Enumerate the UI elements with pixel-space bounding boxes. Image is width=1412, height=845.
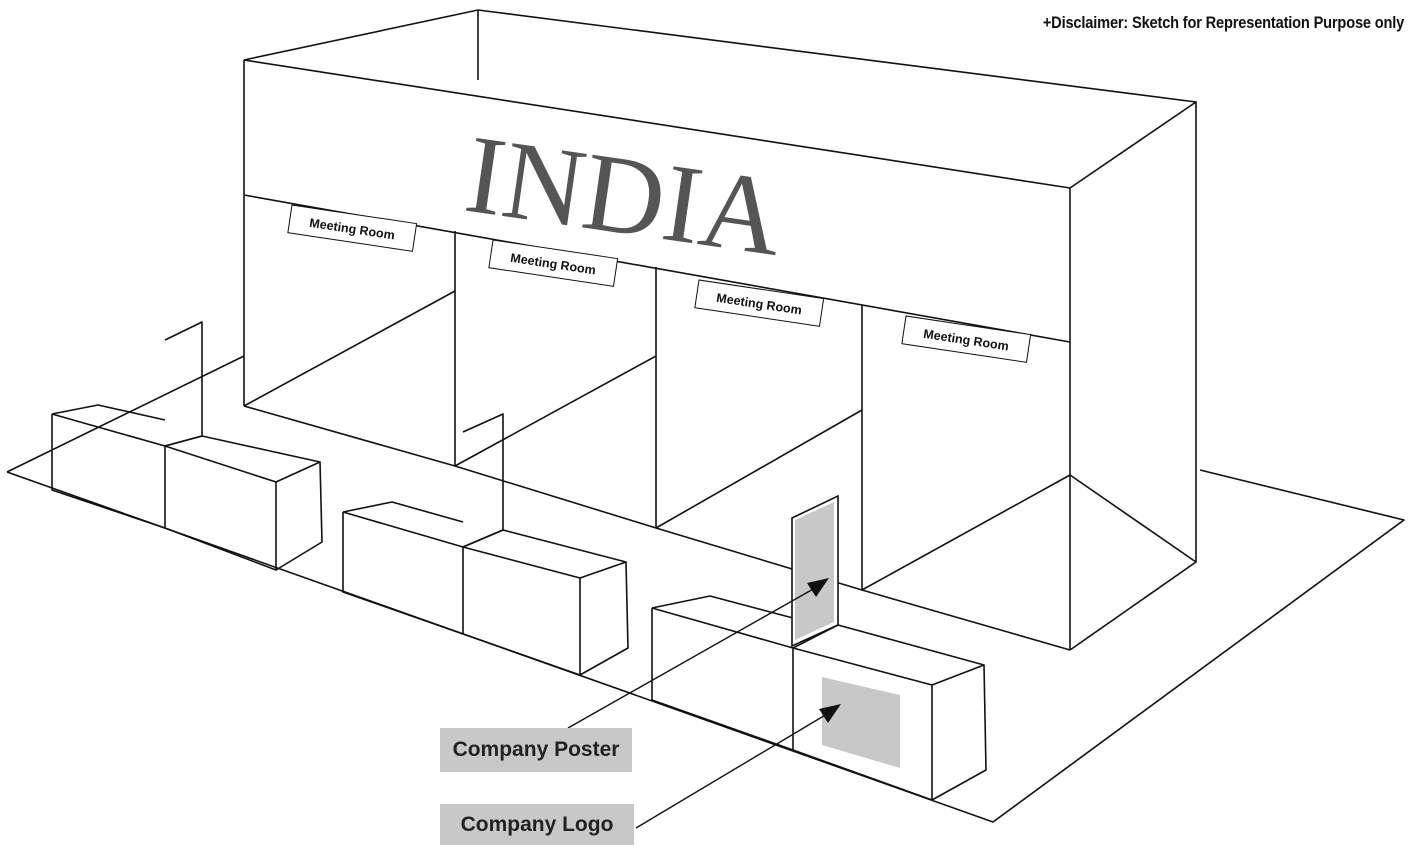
meeting-room-sign-3: Meeting Room xyxy=(694,279,825,327)
poster-leader-arrow xyxy=(567,578,829,729)
meeting-room-sign-1: Meeting Room xyxy=(287,204,418,252)
company-poster-panel xyxy=(791,494,839,648)
meeting-room-sign-4: Meeting Room xyxy=(901,315,1032,363)
company-logo-panel xyxy=(822,677,900,768)
company-poster-callout: Company Poster xyxy=(440,728,632,772)
logo-leader-arrow xyxy=(635,704,841,829)
counter-left xyxy=(51,321,323,571)
disclaimer-text: +Disclaimer: Sketch for Representation P… xyxy=(1042,13,1404,32)
counter-middle xyxy=(342,413,629,676)
floor-outline xyxy=(6,355,1405,823)
booth-structure xyxy=(243,9,1197,651)
meeting-room-sign-2: Meeting Room xyxy=(488,239,619,287)
counter-right xyxy=(651,595,987,801)
company-logo-callout: Company Logo xyxy=(440,804,634,845)
